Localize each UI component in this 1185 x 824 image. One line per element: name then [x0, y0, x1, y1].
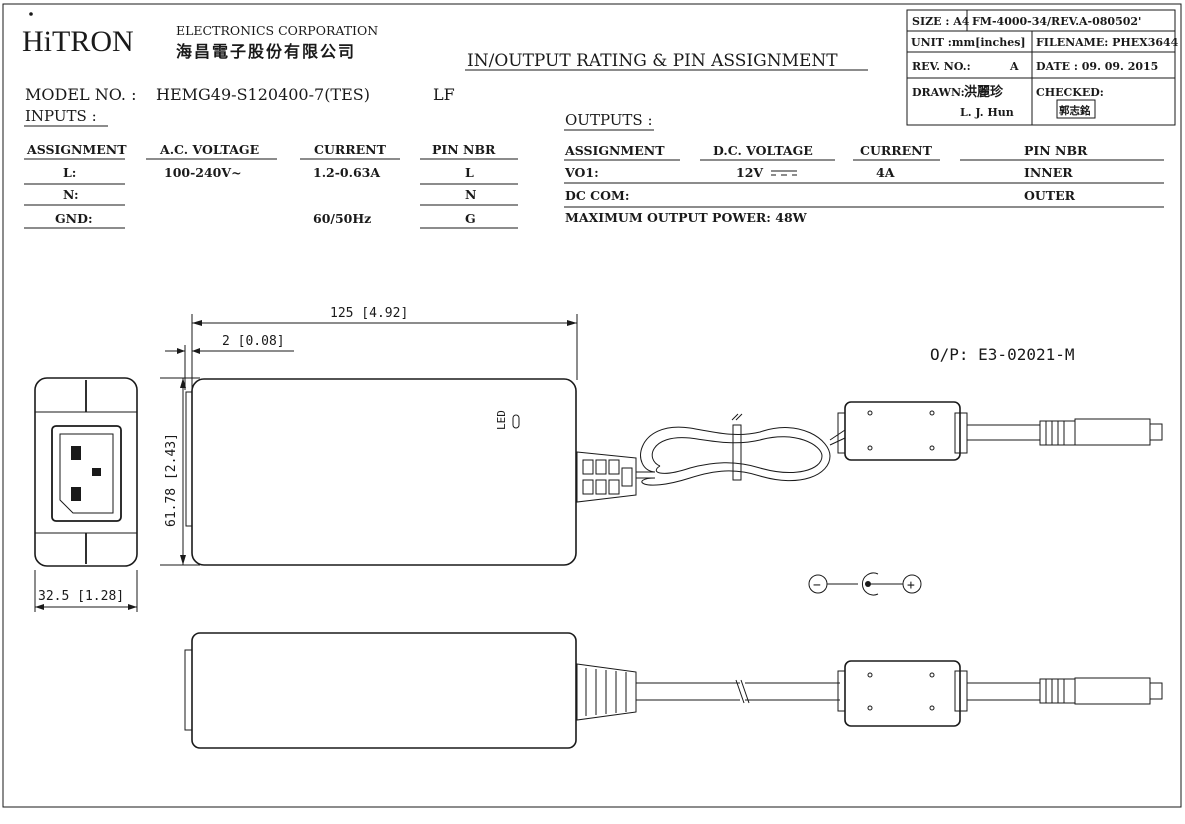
title-block: SIZE : A4 FM-4000-34/REV.A-080502' UNIT … — [906, 9, 1179, 126]
tb-drawn-en: L. J. Hun — [960, 106, 1014, 119]
logo-dot-icon — [29, 12, 33, 16]
iec-inlet-outer — [51, 425, 122, 522]
strain-relief-side — [576, 663, 637, 721]
tb-unit: UNIT :mm[inches] — [911, 36, 1026, 49]
iec-inlet-socket — [59, 433, 114, 514]
inputs-header-voltage: A.C. VOLTAGE — [159, 142, 259, 157]
input-row-gnd-pin: G — [465, 211, 476, 226]
output-plug-label: O/P: E3-02021-M — [930, 345, 1075, 364]
tb-filename: FILENAME: PHEX3644 — [1036, 36, 1179, 49]
outputs-header-voltage: D.C. VOLTAGE — [713, 143, 813, 158]
checked-stamp-box — [1056, 99, 1096, 119]
output-row-vo1-current: 4A — [876, 165, 895, 180]
tb-rev-label: REV. NO.: — [912, 60, 971, 73]
inputs-table: INPUTS : ASSIGNMENT A.C. VOLTAGE CURRENT… — [24, 107, 518, 229]
input-row-l-assignment: L: — [63, 165, 76, 180]
company-name-cn: 海昌電子股份有限公司 — [176, 42, 356, 61]
outputs-header-pin: PIN NBR — [1024, 143, 1088, 158]
input-row-gnd-current: 60/50Hz — [313, 211, 371, 226]
adapter-top-view: LED — [185, 378, 1163, 566]
tb-form-number: FM-4000-34/REV.A-080502' — [972, 15, 1141, 28]
pin-g-icon — [92, 468, 101, 476]
output-row-dccom-pin: OUTER — [1024, 188, 1076, 203]
input-row-n-assignment: N: — [63, 187, 79, 202]
input-row-l-voltage: 100-240V~ — [164, 165, 242, 180]
dim-thickness-label: 32.5 [1.28] — [38, 589, 124, 604]
input-row-gnd-assignment: GND: — [55, 211, 93, 226]
polarity-positive-sign: + — [907, 578, 915, 593]
input-row-l-current: 1.2-0.63A — [313, 165, 380, 180]
dimension-thickness: 32.5 [1.28] — [34, 570, 138, 612]
tb-size: SIZE : A4 — [912, 15, 970, 28]
cable-side — [636, 679, 840, 704]
company-name-en: ELECTRONICS CORPORATION — [176, 23, 378, 38]
led-indicator-icon — [512, 414, 520, 429]
polarity-negative-sign: − — [813, 578, 821, 593]
logo-text: HiTRON — [22, 25, 134, 58]
output-row-vo1-pin: INNER — [1024, 165, 1073, 180]
tb-checked-stamp: 郭志銘 — [1059, 104, 1091, 117]
pin-l-icon — [71, 446, 81, 460]
tb-rev-value: A — [1009, 60, 1019, 73]
dc-symbol-icon — [771, 170, 797, 176]
output-row-vo1-voltage: 12V — [736, 165, 763, 180]
tb-drawn-cn: 洪麗珍 — [964, 84, 1004, 100]
coiled-cable — [636, 413, 846, 486]
outputs-heading: OUTPUTS : — [565, 111, 653, 129]
inputs-header-current: CURRENT — [314, 142, 387, 157]
drawing-title: IN/OUTPUT RATING & PIN ASSIGNMENT — [467, 51, 838, 71]
inputs-heading: INPUTS : — [25, 107, 97, 125]
inputs-header-assignment: ASSIGNMENT — [26, 142, 127, 157]
dim-length-label: 125 [4.92] — [330, 306, 408, 321]
pin-n-icon — [71, 487, 81, 501]
cable-tie-icon — [732, 424, 742, 481]
dc-plug-top — [967, 418, 1163, 446]
model-label: MODEL NO. : — [25, 85, 136, 104]
dimension-height: 61.78 [2.43] — [160, 377, 200, 566]
inputs-header-pin: PIN NBR — [432, 142, 496, 157]
adapter-side-view — [184, 632, 1163, 749]
company-logo: HiTRON ELECTRONICS CORPORATION 海昌電子股份有限公… — [22, 12, 378, 61]
side-view-inlet — [34, 377, 138, 567]
led-label: LED — [495, 410, 508, 430]
input-row-n-pin: N — [465, 187, 476, 202]
dc-plug-side — [967, 677, 1163, 705]
dimension-length: 125 [4.92] — [191, 306, 578, 390]
polarity-symbol: − + — [808, 572, 922, 596]
dim-offset-label: 2 [0.08] — [222, 334, 285, 349]
tb-drawn-label: DRAWN: — [912, 86, 965, 99]
tb-checked-label: CHECKED: — [1036, 86, 1104, 99]
max-output-power: MAXIMUM OUTPUT POWER: 48W — [565, 210, 808, 225]
sheet-border — [2, 3, 1182, 808]
ferrite-core-side — [837, 660, 968, 727]
model-number: HEMG49-S120400-7(TES) — [156, 85, 370, 104]
input-row-l-pin: L — [465, 165, 474, 180]
strain-relief-top — [576, 451, 637, 503]
polarity-positive-icon — [902, 574, 922, 594]
tb-date: DATE : 09. 09. 2015 — [1036, 60, 1158, 73]
dimension-offset: 2 [0.08] — [165, 334, 294, 390]
outputs-table: OUTPUTS : ASSIGNMENT D.C. VOLTAGE CURREN… — [564, 111, 1164, 225]
output-row-dccom-assignment: DC COM: — [565, 188, 629, 203]
ferrite-core-top — [837, 401, 968, 461]
polarity-center-icon — [861, 572, 879, 596]
model-suffix: LF — [433, 85, 455, 104]
output-row-vo1-assignment: VO1: — [564, 165, 599, 180]
outputs-header-assignment: ASSIGNMENT — [564, 143, 665, 158]
outputs-header-current: CURRENT — [860, 143, 933, 158]
dim-height-label: 61.78 [2.43] — [164, 433, 179, 527]
